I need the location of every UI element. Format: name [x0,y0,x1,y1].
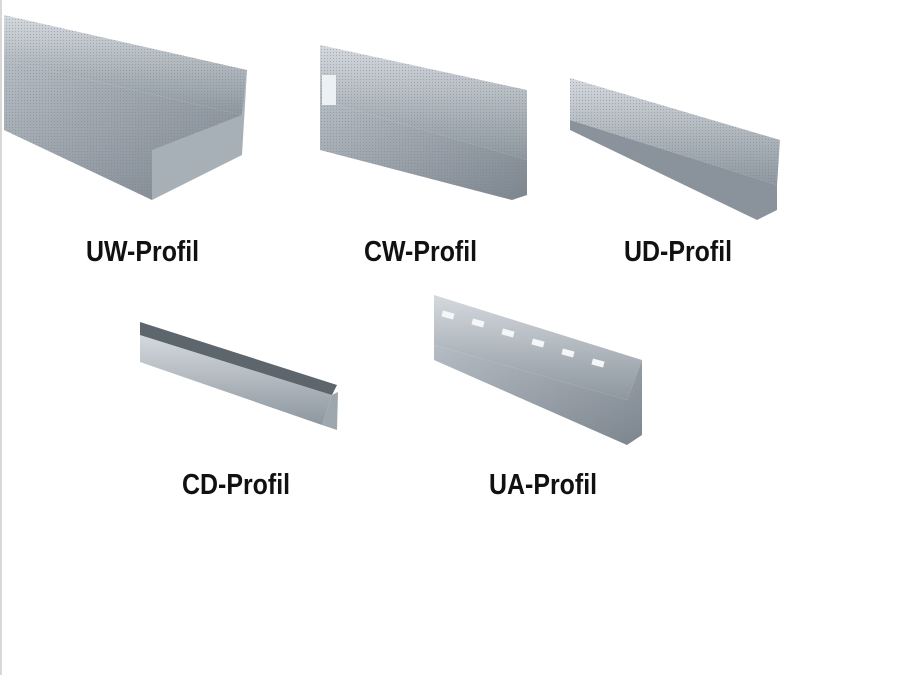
ua-profile-image [434,295,642,445]
cd-profile-image [140,322,338,430]
uw-profile-label: UW-Profil [86,236,200,268]
ud-profile-label: UD-Profil [624,236,733,268]
ua-profile-label: UA-Profil [489,469,598,501]
cd-profile-label: CD-Profil [182,469,291,501]
cw-profile-image [320,45,527,200]
uw-profile-image [4,15,247,200]
cw-profile-label: CW-Profil [364,236,478,268]
ud-profile-image [570,78,780,220]
